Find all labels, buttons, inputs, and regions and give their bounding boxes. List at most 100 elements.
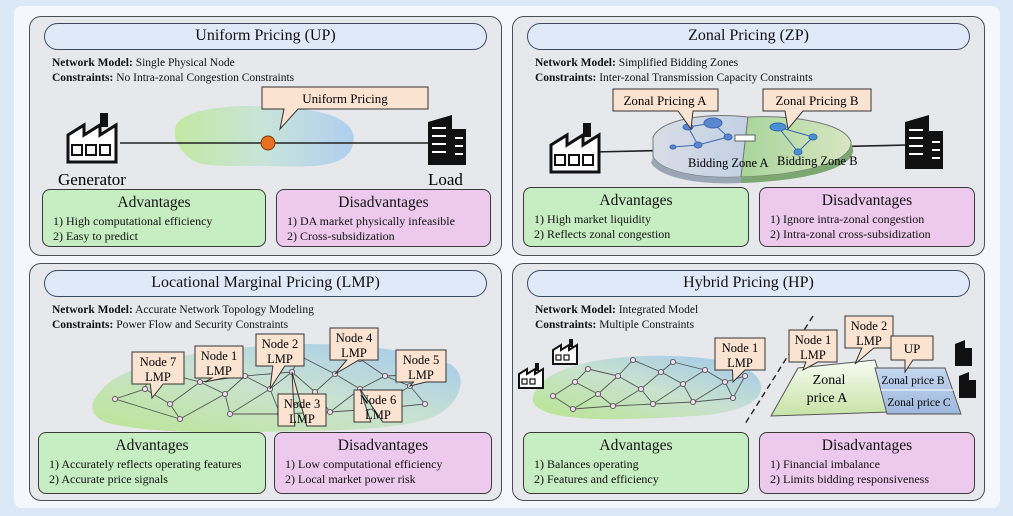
- network-edge: [617, 359, 634, 377]
- node-callout-text: LMP: [341, 346, 367, 360]
- network-edge: [612, 388, 642, 407]
- zonal-b-label: Zonal price B: [881, 375, 945, 387]
- up-callout: [890, 335, 934, 374]
- network-node: [176, 415, 184, 423]
- network-model-line: Network Model: Single Physical Node: [52, 57, 235, 69]
- network-node: [196, 378, 204, 386]
- up-illustration: Uniform Pricing Generator Load: [58, 86, 466, 189]
- network-edge: [617, 375, 642, 390]
- network-edge: [299, 355, 336, 375]
- up-callout-text: UP: [904, 341, 921, 356]
- network-node: [381, 372, 389, 380]
- network-node: [609, 402, 617, 410]
- panel-title: Hybrid Pricing (HP): [527, 270, 970, 297]
- node-callout-text: LMP: [145, 370, 171, 384]
- network-node: [226, 410, 234, 418]
- constraints-line: Constraints: Inter-zonal Transmission Ca…: [535, 72, 813, 84]
- zonal-a-label: price A: [807, 391, 849, 406]
- zone-b-label: Bidding Zone B: [777, 154, 858, 168]
- network-edge: [682, 383, 694, 403]
- node-callout: [714, 337, 766, 384]
- callout-text: Zonal Pricing B: [775, 93, 858, 108]
- load-icon: [905, 115, 943, 169]
- network-blob: [174, 105, 354, 167]
- network-edge: [334, 373, 361, 390]
- network-node: [326, 408, 334, 416]
- disadvantage-item: 2) Cross-subsidization: [287, 229, 395, 243]
- disadvantages-title: Disadvantages: [338, 194, 429, 211]
- zonal-price-bc-region: [874, 367, 962, 415]
- network-node: [111, 395, 119, 403]
- generator-icon: [549, 123, 601, 174]
- node-callout: [395, 349, 447, 387]
- network-node: [584, 365, 592, 373]
- zonal-price-a-region: [770, 359, 892, 417]
- network-edge: [144, 388, 171, 405]
- node-callout-text: Node 6: [360, 393, 396, 407]
- network-node: [221, 390, 229, 398]
- node-callout: [844, 315, 894, 365]
- network-edge: [359, 375, 386, 390]
- network-node: [141, 385, 149, 393]
- network-edge: [179, 393, 226, 420]
- zone-a-network: [669, 117, 733, 150]
- network-edge: [597, 393, 614, 407]
- network-node: [637, 385, 645, 393]
- network-node: [679, 380, 687, 388]
- advantages-title: Advantages: [599, 437, 673, 454]
- load-label: Load: [428, 170, 463, 189]
- network-edge: [291, 371, 316, 393]
- network-edge: [682, 369, 706, 385]
- network-edge: [632, 359, 662, 373]
- constraints-line: Constraints: No Intra-zonal Congestion C…: [52, 72, 295, 84]
- node-callout-text: Node 1: [795, 333, 831, 347]
- disadvantages-box: Disadvantages 1) Financial imbalance 2) …: [759, 432, 975, 494]
- network-edge: [574, 381, 599, 395]
- network-node: [594, 390, 602, 398]
- network-node: [629, 356, 637, 364]
- uniform-node: [260, 135, 276, 151]
- advantage-item: 1) High market liquidity: [534, 212, 651, 226]
- network-edge: [114, 388, 146, 400]
- disadvantages-title: Disadvantages: [337, 437, 429, 454]
- node-callout-text: LMP: [289, 412, 315, 426]
- network-edge: [704, 369, 726, 383]
- hp-illustration: Zonal price A Zonal price B Zonal price …: [518, 315, 976, 425]
- network-edge: [199, 381, 226, 395]
- panel-title: Zonal Pricing (ZP): [527, 23, 970, 50]
- disadvantages-title: Disadvantages: [821, 437, 913, 454]
- zp-illustration: Zonal Pricing A Zonal Pricing B Bidding …: [549, 88, 943, 184]
- disadvantages-box: Disadvantages 1) DA market physically in…: [276, 189, 491, 247]
- generator-icon: [552, 339, 578, 365]
- network-edge: [572, 393, 599, 410]
- network-edge: [672, 361, 706, 371]
- network-edge: [114, 398, 181, 420]
- network-edge: [329, 408, 376, 413]
- panel-zonal-pricing: Zonal Pricing (ZP) Network Model: Simpli…: [512, 16, 985, 256]
- panel-lmp: Locational Marginal Pricing (LMP) Networ…: [29, 263, 502, 501]
- zonal-pricing-b-callout: [762, 88, 872, 131]
- node-callout-text: LMP: [206, 364, 232, 378]
- network-node: [549, 392, 557, 400]
- network-node: [721, 378, 729, 386]
- zonal-pricing-a-callout: [612, 88, 719, 131]
- network-edge: [269, 371, 293, 390]
- node-callout-text: LMP: [727, 356, 753, 370]
- network-node: [421, 400, 429, 408]
- network-edge: [244, 371, 293, 377]
- uniform-pricing-callout: [261, 86, 429, 131]
- node-callout-text: LMP: [365, 408, 391, 422]
- constraints-line: Constraints: Power Flow and Security Con…: [52, 319, 289, 331]
- hp-network-mesh: [549, 356, 749, 413]
- callout-text: Uniform Pricing: [302, 91, 388, 106]
- node-callout-text: Node 4: [336, 331, 373, 345]
- advantages-box: Advantages 1) High computational efficie…: [42, 189, 266, 247]
- network-edge: [612, 403, 654, 407]
- network-edge: [572, 405, 614, 410]
- disadvantage-item: 1) Ignore intra-zonal congestion: [770, 212, 925, 226]
- network-edge: [409, 385, 426, 405]
- network-node: [729, 394, 737, 402]
- disadvantage-item: 2) Local market power risk: [285, 472, 416, 486]
- disadvantages-box: Disadvantages 1) Low computational effic…: [274, 432, 492, 494]
